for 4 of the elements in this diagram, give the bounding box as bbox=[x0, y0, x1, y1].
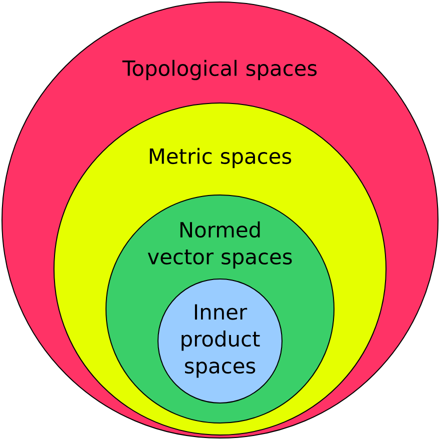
circle-label: Topological spaces bbox=[122, 60, 317, 80]
circle-label: Metric spaces bbox=[150, 148, 292, 168]
circle-label: Inner product spaces bbox=[182, 304, 260, 378]
circle-label: Normed vector spaces bbox=[148, 221, 292, 269]
